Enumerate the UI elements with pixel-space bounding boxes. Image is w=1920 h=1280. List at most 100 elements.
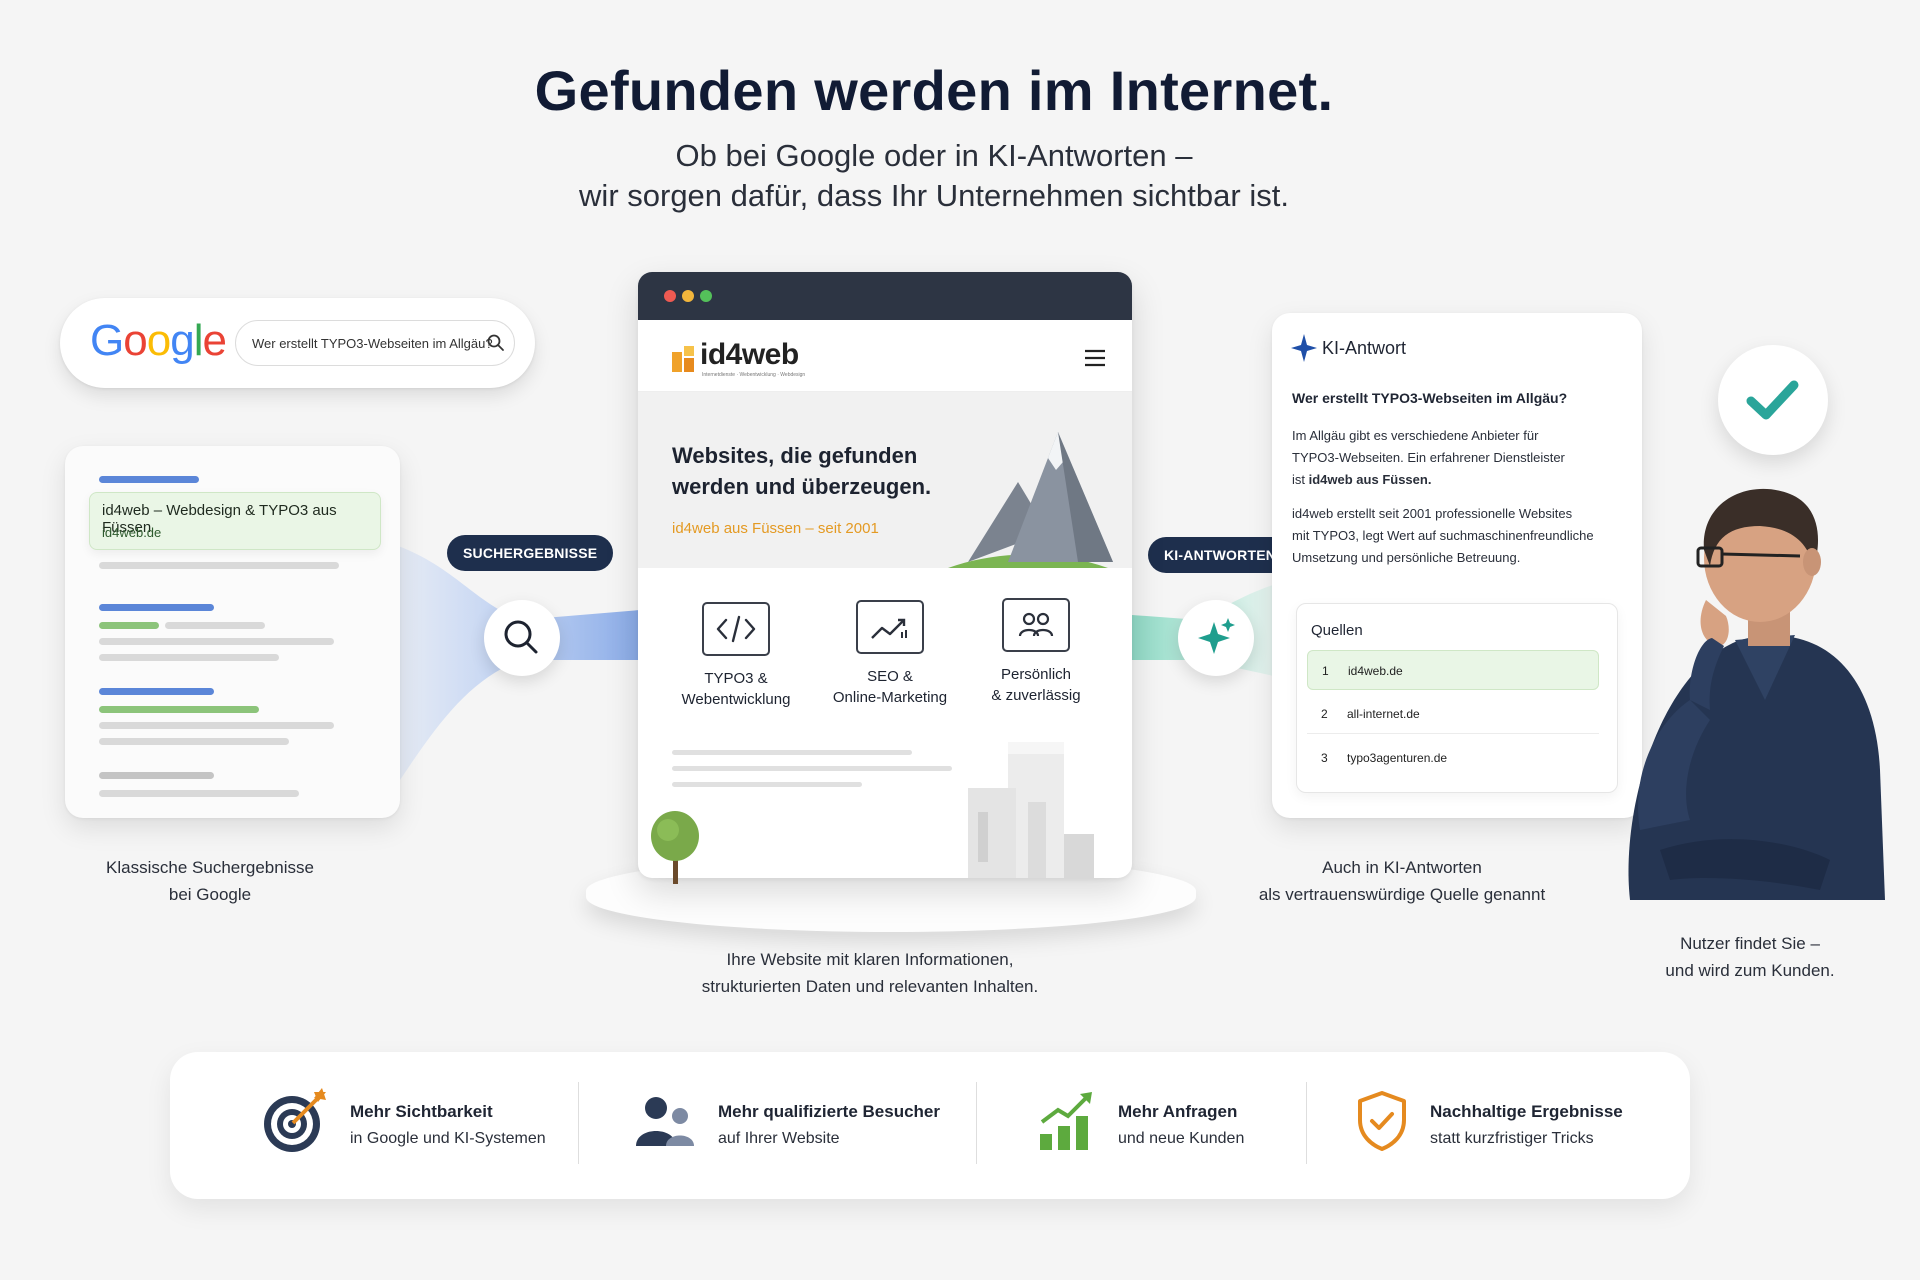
benefit-subtitle: und neue Kunden	[1118, 1130, 1245, 1147]
caption-line: Nutzer findet Sie –	[1680, 934, 1820, 953]
ki-question: Wer erstellt TYPO3-Webseiten im Allgäu?	[1292, 390, 1568, 406]
source-link[interactable]: typo3agenturen.de	[1347, 751, 1448, 765]
caption-website: Ihre Website mit klaren Informationen, s…	[640, 946, 1100, 1000]
result-line	[99, 562, 339, 569]
result-title: id4web – Webdesign & TYPO3 aus Füssen	[102, 502, 337, 536]
google-logo-letter: o	[146, 316, 172, 365]
feature-label-line: & zuverlässig	[991, 687, 1081, 704]
ki-text-line: Im Allgäu gibt es verschiedene Anbieter …	[1292, 428, 1539, 443]
shield-check-icon	[1358, 1091, 1406, 1151]
result-url-bar	[99, 622, 159, 629]
benefit-subtitle: in Google und KI-Systemen	[350, 1130, 546, 1147]
search-circle	[484, 600, 560, 676]
caption-serp: Klassische Suchergebnisse bei Google	[60, 854, 360, 908]
search-results-card: id4web – Webdesign & TYPO3 aus Füssen id…	[65, 446, 400, 818]
feature-label-line: TYPO3 &	[704, 670, 768, 687]
ki-text-line: TYPO3-Webseiten. Ein erfahrener Dienstle…	[1292, 450, 1565, 465]
window-minimize-dot	[682, 290, 694, 302]
growth-chart-icon	[1040, 1092, 1092, 1150]
feature-label-typo3: TYPO3 & Webentwicklung	[661, 668, 811, 710]
feature-label-line: Persönlich	[1000, 666, 1072, 683]
subtitle-line-2: wir sorgen dafür, dass Ihr Unternehmen s…	[579, 178, 1289, 213]
ki-text-line: id4web erstellt seit 2001 professionelle…	[1292, 506, 1573, 521]
source-row[interactable]: 1 id4web.de	[1307, 650, 1599, 690]
highlighted-result[interactable]: id4web – Webdesign & TYPO3 aus Füssen id…	[89, 492, 381, 550]
feature-label-line: Online-Marketing	[832, 689, 948, 706]
search-icon[interactable]	[486, 333, 506, 353]
content-line	[672, 782, 862, 787]
id4web-logo-icon	[672, 346, 694, 372]
trend-chart-icon	[871, 618, 907, 639]
site-header: id4web Internetdienste · Webentwicklung …	[638, 320, 1132, 392]
label-search-results: SUCHERGEBNISSE	[447, 535, 614, 571]
caption-line: Ihre Website mit klaren Informationen,	[726, 950, 1014, 969]
label-ki-answers: KI-ANTWORTEN	[1148, 537, 1293, 573]
google-search-bar: Google Wer erstellt TYPO3-Webseiten im A…	[60, 298, 535, 388]
caption-line: und wird zum Kunden.	[1665, 961, 1835, 980]
users-icon	[636, 1097, 694, 1146]
feature-box-typo3	[702, 602, 770, 656]
caption-line: bei Google	[168, 885, 252, 904]
result-title-bar	[99, 604, 214, 611]
content-line	[672, 750, 912, 755]
benefit-subtitle: statt kurzfristiger Tricks	[1430, 1130, 1594, 1147]
source-link[interactable]: id4web.de	[1348, 664, 1403, 678]
sources-panel: Quellen 1 id4web.de 2 all-internet.de 3 …	[1296, 603, 1618, 793]
browser-titlebar	[638, 272, 1132, 320]
google-logo-letter: o	[123, 316, 148, 365]
ki-answer-card: KI-Antwort Wer erstellt TYPO3-Webseiten …	[1272, 313, 1642, 818]
sources-title: Quellen	[1311, 622, 1363, 639]
result-title-bar	[99, 688, 214, 695]
window-close-dot	[664, 290, 676, 302]
subtitle-line-1: Ob bei Google oder in KI-Antworten –	[675, 138, 1193, 173]
tree-illustration	[651, 811, 699, 884]
source-link[interactable]: all-internet.de	[1347, 707, 1420, 721]
people-icon	[1018, 612, 1054, 637]
website-mockup: id4web Internetdienste · Webentwicklung …	[638, 272, 1132, 878]
benefit-title: Mehr qualifizierte Besucher	[718, 1102, 941, 1121]
ki-text-line: ist id4web aus Füssen.	[1292, 469, 1627, 491]
ki-text-prefix: ist	[1292, 472, 1309, 487]
ki-paragraph-1: Im Allgäu gibt es verschiedene Anbieter …	[1292, 425, 1627, 491]
caption-line: Auch in KI-Antworten	[1322, 858, 1482, 877]
result-line	[99, 722, 334, 729]
source-number: 3	[1321, 751, 1328, 765]
ki-paragraph-2: id4web erstellt seit 2001 professionelle…	[1292, 503, 1627, 569]
divider	[1306, 1082, 1307, 1164]
search-input[interactable]: Wer erstellt TYPO3-Webseiten im Allgäu?	[235, 320, 515, 366]
hero-section: Websites, die gefunden werden und überze…	[638, 392, 1132, 568]
source-row[interactable]: 2 all-internet.de	[1307, 694, 1599, 734]
sparkle-icon	[1198, 618, 1235, 654]
feature-label-seo: SEO & Online-Marketing	[815, 666, 965, 708]
source-number: 1	[1322, 664, 1329, 678]
page-subtitle: Ob bei Google oder in KI-Antworten – wir…	[0, 136, 1868, 216]
result-line	[165, 622, 265, 629]
result-line	[99, 772, 214, 779]
benefit-title: Mehr Sichtbarkeit	[350, 1102, 493, 1121]
window-maximize-dot	[700, 290, 712, 302]
benefit-title: Mehr Anfragen	[1118, 1102, 1238, 1121]
site-logo[interactable]: id4web	[700, 338, 799, 371]
target-icon	[264, 1088, 326, 1152]
ki-text-emphasis: id4web aus Füssen.	[1308, 472, 1432, 487]
source-number: 2	[1321, 707, 1328, 721]
divider	[578, 1082, 579, 1164]
result-line	[99, 654, 279, 661]
thinking-person-illustration	[1628, 488, 1885, 900]
google-logo: Google	[90, 316, 227, 366]
caption-user: Nutzer findet Sie – und wird zum Kunden.	[1620, 930, 1880, 984]
hamburger-menu-icon[interactable]	[1084, 348, 1106, 368]
ki-text-line: Umsetzung und persönliche Betreuung.	[1292, 550, 1521, 565]
hero-subtitle: id4web aus Füssen – seit 2001	[672, 520, 879, 537]
ki-answer-title: KI-Antwort	[1322, 338, 1407, 358]
source-row[interactable]: 3 typo3agenturen.de	[1307, 738, 1599, 778]
google-logo-letter: l	[193, 316, 204, 365]
result-url: id4web.de	[102, 525, 162, 540]
divider	[976, 1082, 977, 1164]
benefits-bar: Mehr Sichtbarkeit in Google und KI-Syste…	[170, 1052, 1690, 1199]
caption-line: als vertrauenswürdige Quelle genannt	[1258, 885, 1546, 904]
result-url-bar	[99, 706, 259, 713]
feature-label-line: SEO &	[867, 668, 913, 685]
feature-label-personal: Persönlich & zuverlässig	[961, 664, 1111, 706]
result-line	[99, 790, 299, 797]
